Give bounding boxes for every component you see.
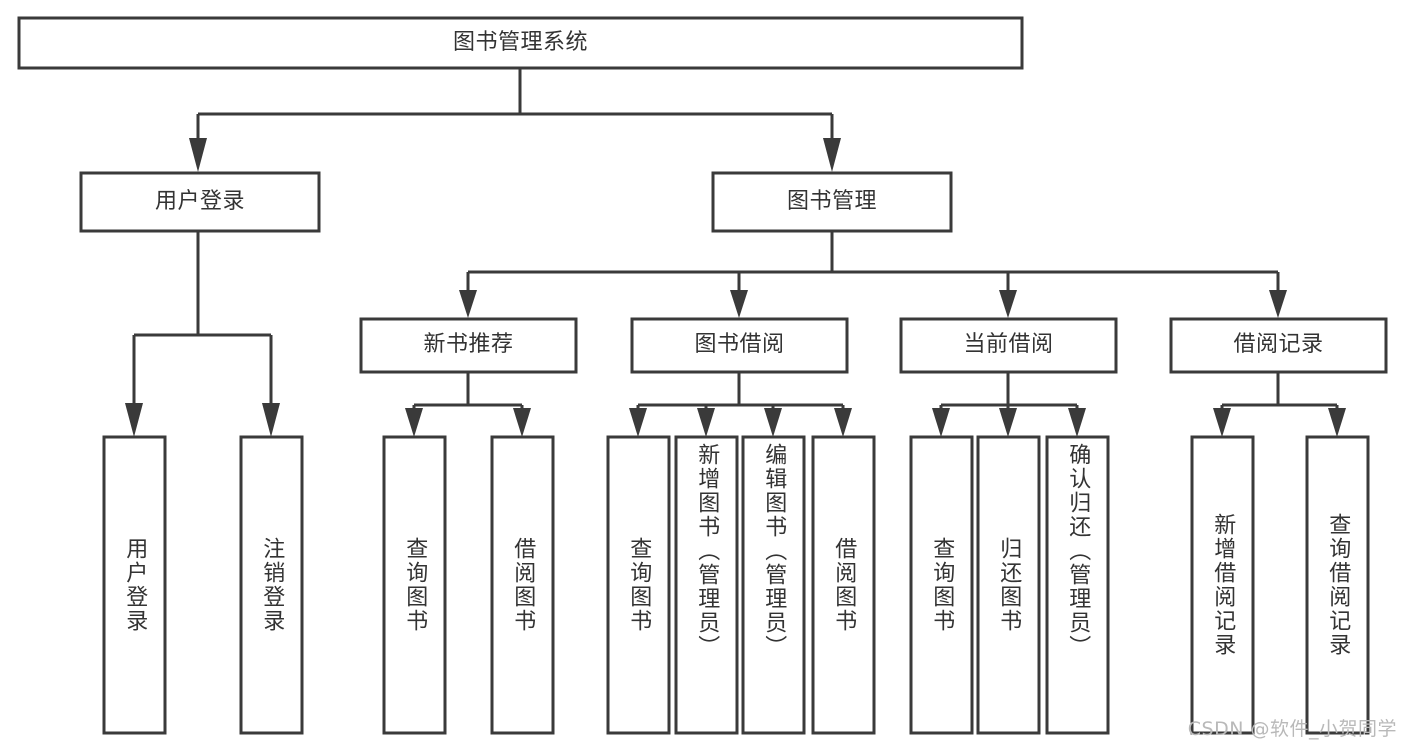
arrowhead-book-borrow — [730, 290, 748, 318]
arrowhead-leaf-confirm-return-admin — [1068, 408, 1086, 437]
node-box-book-management[interactable] — [711, 171, 953, 233]
arrowhead-leaf-borrow-book-1 — [513, 408, 531, 437]
node-box-user-login[interactable] — [79, 171, 321, 233]
node-box-root[interactable] — [17, 16, 1024, 70]
arrowhead-leaf-query-book-1 — [405, 408, 423, 437]
node-box-leaf-return-book[interactable] — [976, 435, 1041, 735]
node-box-new-book-recommend[interactable] — [359, 317, 578, 374]
node-box-leaf-query-book-3[interactable] — [909, 435, 974, 735]
node-box-leaf-query-borrow-record[interactable] — [1305, 435, 1370, 735]
node-box-leaf-user-login[interactable] — [102, 435, 167, 735]
arrowhead-new-book-recommend — [459, 290, 477, 318]
csdn-watermark: CSDN @软件_小贺同学 — [1187, 718, 1397, 740]
node-box-leaf-query-book-2[interactable] — [606, 435, 671, 735]
arrowhead-leaf-logout-login — [262, 403, 280, 437]
node-box-book-borrow[interactable] — [630, 317, 849, 374]
arrowhead-leaf-user-login — [125, 403, 143, 437]
node-box-current-borrow[interactable] — [899, 317, 1118, 374]
arrowhead-leaf-query-book-3 — [932, 408, 950, 437]
arrowhead-borrow-record — [1269, 290, 1287, 318]
node-box-leaf-logout-login[interactable] — [239, 435, 304, 735]
arrowhead-leaf-return-book — [999, 408, 1017, 437]
arrowhead-leaf-add-book-admin — [697, 408, 715, 437]
node-box-leaf-borrow-book-1[interactable] — [490, 435, 555, 735]
node-box-leaf-add-book-admin[interactable] — [674, 435, 739, 735]
node-box-leaf-query-book-1[interactable] — [382, 435, 447, 735]
node-box-borrow-record[interactable] — [1169, 317, 1388, 374]
arrowhead-leaf-query-borrow-record — [1328, 408, 1346, 437]
arrowhead-current-borrow — [999, 290, 1017, 318]
node-box-leaf-add-borrow-record[interactable] — [1190, 435, 1255, 735]
node-box-leaf-edit-book-admin[interactable] — [741, 435, 806, 735]
arrowhead-leaf-add-borrow-record — [1213, 408, 1231, 437]
arrowhead-book-management — [823, 138, 841, 172]
arrowhead-leaf-borrow-book-2 — [834, 408, 852, 437]
arrowhead-leaf-query-book-2 — [629, 408, 647, 437]
node-box-leaf-borrow-book-2[interactable] — [811, 435, 876, 735]
arrowhead-user-login — [189, 138, 207, 172]
node-box-leaf-confirm-return-admin[interactable] — [1045, 435, 1110, 735]
arrowhead-leaf-edit-book-admin — [764, 408, 782, 437]
